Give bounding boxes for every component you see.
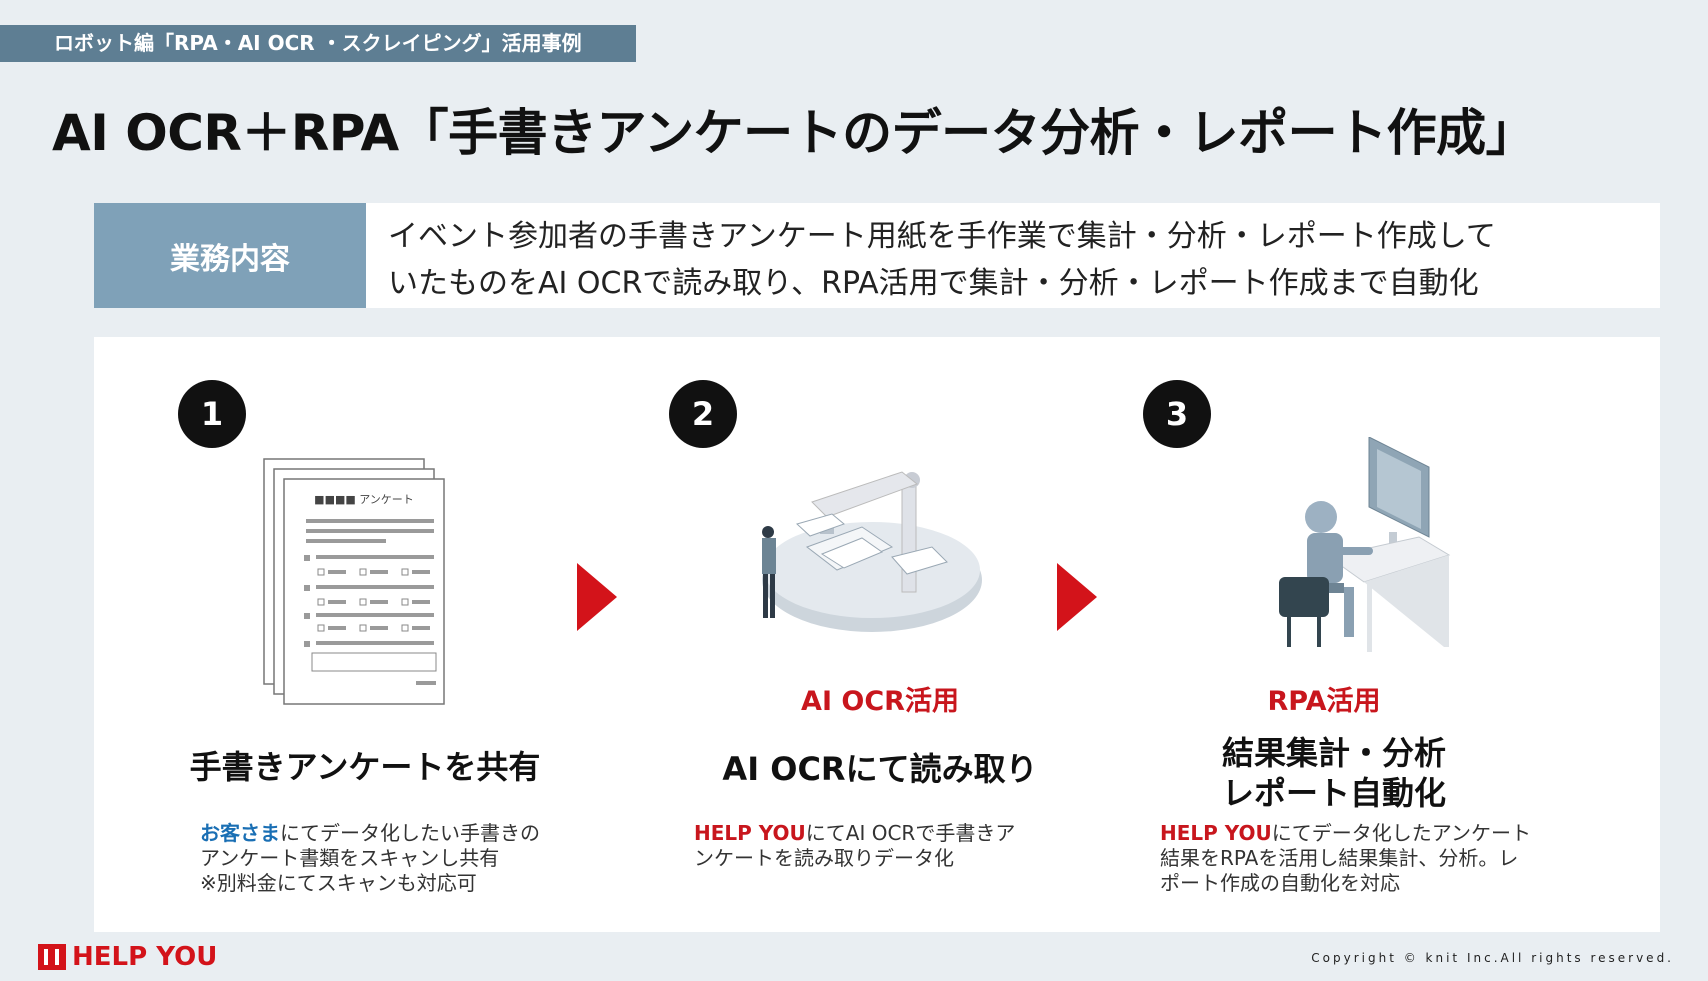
- step-2-subtitle: AI OCR活用: [801, 686, 959, 717]
- step-3-desc-line-1: にてデータ化したアンケート: [1271, 821, 1531, 845]
- step-1-desc-highlight: お客さま: [200, 821, 280, 845]
- step-3-title: 結果集計・分析 レポート自動化: [1204, 733, 1464, 813]
- step-3-subtitle: RPA活用: [1267, 686, 1381, 717]
- step-1-desc-line-3: ※別料金にてスキャンも対応可: [200, 871, 477, 895]
- task-text: イベント参加者の手書きアンケート用紙を手作業で集計・分析・レポート作成して いた…: [366, 203, 1660, 308]
- paper-heading: ■■■■ アンケート: [314, 493, 414, 506]
- process-panel: 1 ■■■■ アンケート: [94, 337, 1660, 932]
- category-tag: ロボット編「RPA・AI OCR ・スクレイピング」活用事例: [0, 25, 636, 62]
- step-1-description: お客さまにてデータ化したい手書きの アンケート書類をスキャンし共有 ※別料金にて…: [200, 821, 600, 896]
- step-3-number: 3: [1143, 380, 1211, 448]
- step-3-desc-line-2: 結果をRPAを活用し結果集計、分析。レ: [1160, 846, 1519, 870]
- ai-ocr-robot-illustration: [752, 462, 992, 642]
- step-2-desc-highlight: HELP YOU: [694, 821, 806, 845]
- copyright-text: Copyright © knit Inc.All rights reserved…: [1311, 951, 1674, 965]
- logo-text: HELP YOU: [72, 942, 218, 972]
- arrow-right-icon: [577, 563, 617, 631]
- step-3-desc-highlight: HELP YOU: [1160, 821, 1272, 845]
- task-text-line-2: いたものをAI OCRで読み取り、RPA活用で集計・分析・レポート作成まで自動化: [388, 266, 1479, 301]
- step-2-desc-line-2: ンケートを読み取りデータ化: [694, 846, 954, 870]
- step-1-number: 1: [178, 380, 246, 448]
- step-3-title-line-2: レポート自動化: [1221, 774, 1446, 812]
- step-2-desc-line-1: にてAI OCRで手書きア: [805, 821, 1016, 845]
- task-label: 業務内容: [94, 203, 366, 308]
- logo-mark-icon: [38, 944, 66, 970]
- step-1-desc-line-1: にてデータ化したい手書きの: [280, 821, 540, 845]
- step-2-number: 2: [669, 380, 737, 448]
- step-1-title: 手書きアンケートを共有: [189, 748, 541, 786]
- help-you-logo: HELP YOU: [38, 942, 217, 972]
- step-2-description: HELP YOUにてAI OCRで手書きア ンケートを読み取りデータ化: [694, 821, 1064, 871]
- step-3-desc-line-3: ポート作成の自動化を対応: [1160, 871, 1400, 895]
- step-2-title: AI OCRにて読み取り: [722, 750, 1038, 788]
- rpa-robot-computer-illustration: [1269, 436, 1469, 667]
- page-title: AI OCR＋RPA「手書きアンケートのデータ分析・レポート作成」: [52, 104, 1536, 162]
- step-3-description: HELP YOUにてデータ化したアンケート 結果をRPAを活用し結果集計、分析。…: [1160, 821, 1560, 896]
- step-3-title-line-1: 結果集計・分析: [1221, 734, 1446, 772]
- arrow-right-icon: [1057, 563, 1097, 631]
- step-1-desc-line-2: アンケート書類をスキャンし共有: [200, 846, 500, 870]
- task-description-box: 業務内容 イベント参加者の手書きアンケート用紙を手作業で集計・分析・レポート作成…: [94, 203, 1660, 308]
- task-text-line-1: イベント参加者の手書きアンケート用紙を手作業で集計・分析・レポート作成して: [388, 219, 1496, 254]
- questionnaire-document-illustration: ■■■■ アンケート: [262, 457, 482, 707]
